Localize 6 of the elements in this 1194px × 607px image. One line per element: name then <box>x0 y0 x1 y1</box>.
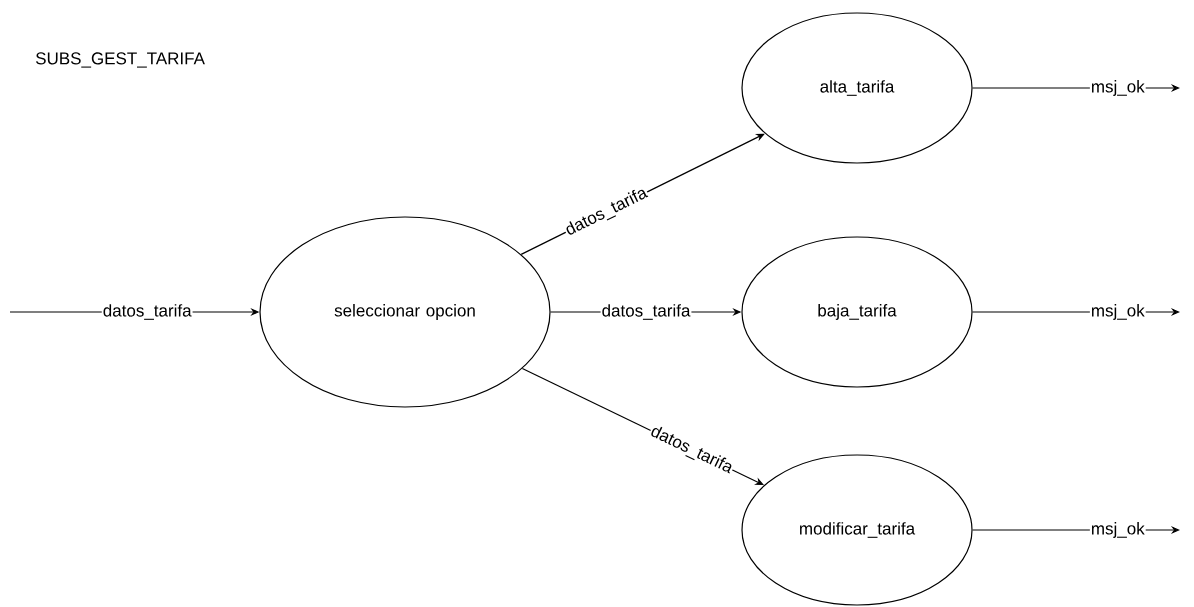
title: SUBS_GEST_TARIFA <box>36 52 205 68</box>
edge-label: datos_tarifa <box>600 303 692 321</box>
edge-label: msj_ok <box>1089 79 1146 97</box>
edge-label: msj_ok <box>1089 303 1146 321</box>
edge-label: msj_ok <box>1089 521 1146 539</box>
edge-label: datos_tarifa <box>101 303 193 321</box>
